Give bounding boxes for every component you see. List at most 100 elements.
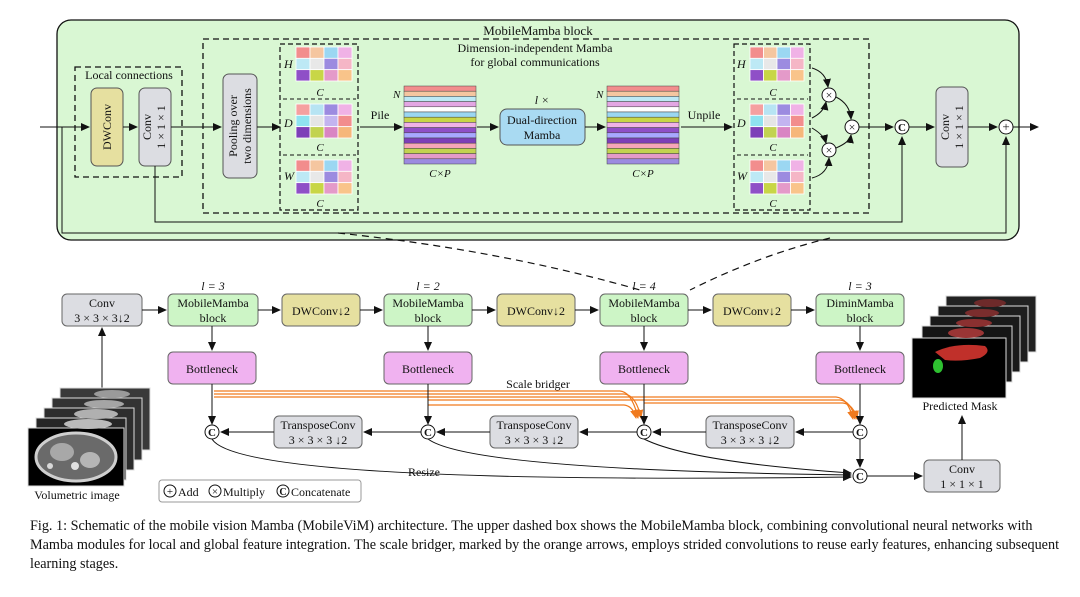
grid-cell (323, 159, 339, 172)
label-w-right: W (737, 169, 748, 183)
figure-caption: Fig. 1: Schematic of the mobile vision M… (30, 517, 1060, 574)
grid-cell (337, 69, 353, 82)
token-row (606, 96, 680, 102)
grid-d-right (749, 103, 805, 139)
stage-4-label-2: block (847, 311, 874, 325)
grid-cell (790, 46, 805, 59)
label-c-right-2: C (769, 142, 777, 154)
conv-1x1-label: Conv (140, 114, 154, 140)
mamba-repeat-label: l × (535, 93, 549, 107)
curve-d-to-mult-top (811, 101, 829, 119)
grid-cell (790, 182, 805, 195)
predicted-mask-volume (911, 295, 1037, 399)
stage-2-depth: l = 2 (416, 279, 439, 293)
conv-stem-label: Conv (89, 296, 115, 310)
local-connections-title: Local connections (85, 68, 173, 82)
grid-cell (763, 170, 778, 184)
token-row (403, 101, 477, 108)
legend-multiply-label: Multiply (223, 485, 265, 499)
token-row (403, 85, 477, 92)
bridger-path-2 (214, 393, 644, 419)
token-row (606, 132, 680, 139)
resize-curve-2 (427, 438, 852, 479)
grid-cell (323, 114, 339, 128)
dwconv-down-3-label: DWConv↓2 (723, 304, 781, 318)
grid-h-left (295, 46, 353, 82)
label-n-right: N (595, 89, 604, 101)
grid-cell (790, 103, 805, 116)
dimension-mamba-subtitle: for global communications (470, 55, 600, 69)
stage-3-label-2: block (631, 311, 658, 325)
legend-add-label: Add (178, 485, 199, 499)
legend-concat-icon (276, 484, 290, 498)
label-c-right-1: C (769, 87, 777, 99)
legend-concat-symbol: C (279, 487, 286, 498)
grid-w-left (295, 159, 353, 195)
grid-cell (749, 57, 764, 71)
grid-cell (337, 114, 353, 128)
grid-cell (323, 170, 339, 184)
grid-cell (309, 103, 325, 116)
token-row (606, 142, 680, 149)
grid-cell (763, 114, 778, 128)
token-row (403, 132, 477, 139)
grid-cell (763, 69, 778, 82)
token-row (606, 85, 680, 92)
stage-4-depth: l = 3 (848, 279, 871, 293)
grid-cell (776, 126, 791, 139)
grid-cell (749, 159, 764, 172)
token-row (606, 111, 680, 118)
grid-cell (295, 114, 311, 128)
token-row (403, 158, 477, 165)
label-h-right: H (736, 57, 747, 71)
grid-cell (309, 46, 325, 59)
resize-curve-3 (643, 438, 852, 477)
conv-final-kernel: 1 × 1 × 1 (940, 477, 984, 491)
curve-multbot-to-mid (835, 134, 854, 149)
legend-multiply-icon (208, 484, 222, 498)
grid-cell (309, 57, 325, 71)
label-n-left: N (392, 89, 401, 101)
grid-cell (309, 69, 325, 82)
dimension-mamba-box (202, 38, 870, 214)
add-block-symbol: + (1002, 119, 1009, 134)
token-stack-left (403, 85, 477, 165)
transpose-conv-3-kernel: 3 × 3 × 3 ↓2 (721, 433, 780, 447)
scale-bridger-label: Scale bridger (506, 377, 570, 391)
pile-label: Pile (371, 108, 390, 122)
mobilemamba-block-title: MobileMamba block (483, 23, 593, 38)
dual-direction-mamba-label-2: Mamba (524, 128, 561, 142)
token-row (403, 142, 477, 149)
grid-w-right (749, 159, 805, 195)
grid-cell (776, 57, 791, 71)
grid-cell (790, 69, 805, 82)
grid-cell (749, 69, 764, 82)
transpose-conv-2-kernel: 3 × 3 × 3 ↓2 (505, 433, 564, 447)
multiply-node-bottom (821, 142, 837, 158)
bridger-path-6 (428, 404, 638, 419)
token-row (606, 153, 680, 160)
curve-d-to-mult-bottom (811, 127, 828, 144)
resize-curve-1 (211, 438, 852, 482)
grid-cell (309, 114, 325, 128)
right-grid-group (733, 43, 811, 211)
residual-connection (61, 127, 1010, 234)
grid-cell (295, 57, 311, 71)
grid-cell (749, 182, 764, 195)
label-d-left: D (283, 116, 293, 130)
grid-cell (337, 159, 353, 172)
predicted-mask-label: Predicted Mask (923, 399, 998, 413)
stage-3-depth: l = 4 (632, 279, 655, 293)
grid-cell (309, 170, 325, 184)
grid-h-right (749, 46, 805, 82)
grid-cell (776, 46, 791, 59)
grid-cell (295, 170, 311, 184)
grid-cell (323, 69, 339, 82)
grid-cell (309, 126, 325, 139)
grid-cell (337, 46, 353, 59)
legend-box (158, 479, 362, 503)
pooling-box (222, 73, 258, 179)
grid-cell (323, 182, 339, 195)
stage-1-label: MobileMamba (177, 296, 249, 310)
token-row (403, 148, 477, 154)
